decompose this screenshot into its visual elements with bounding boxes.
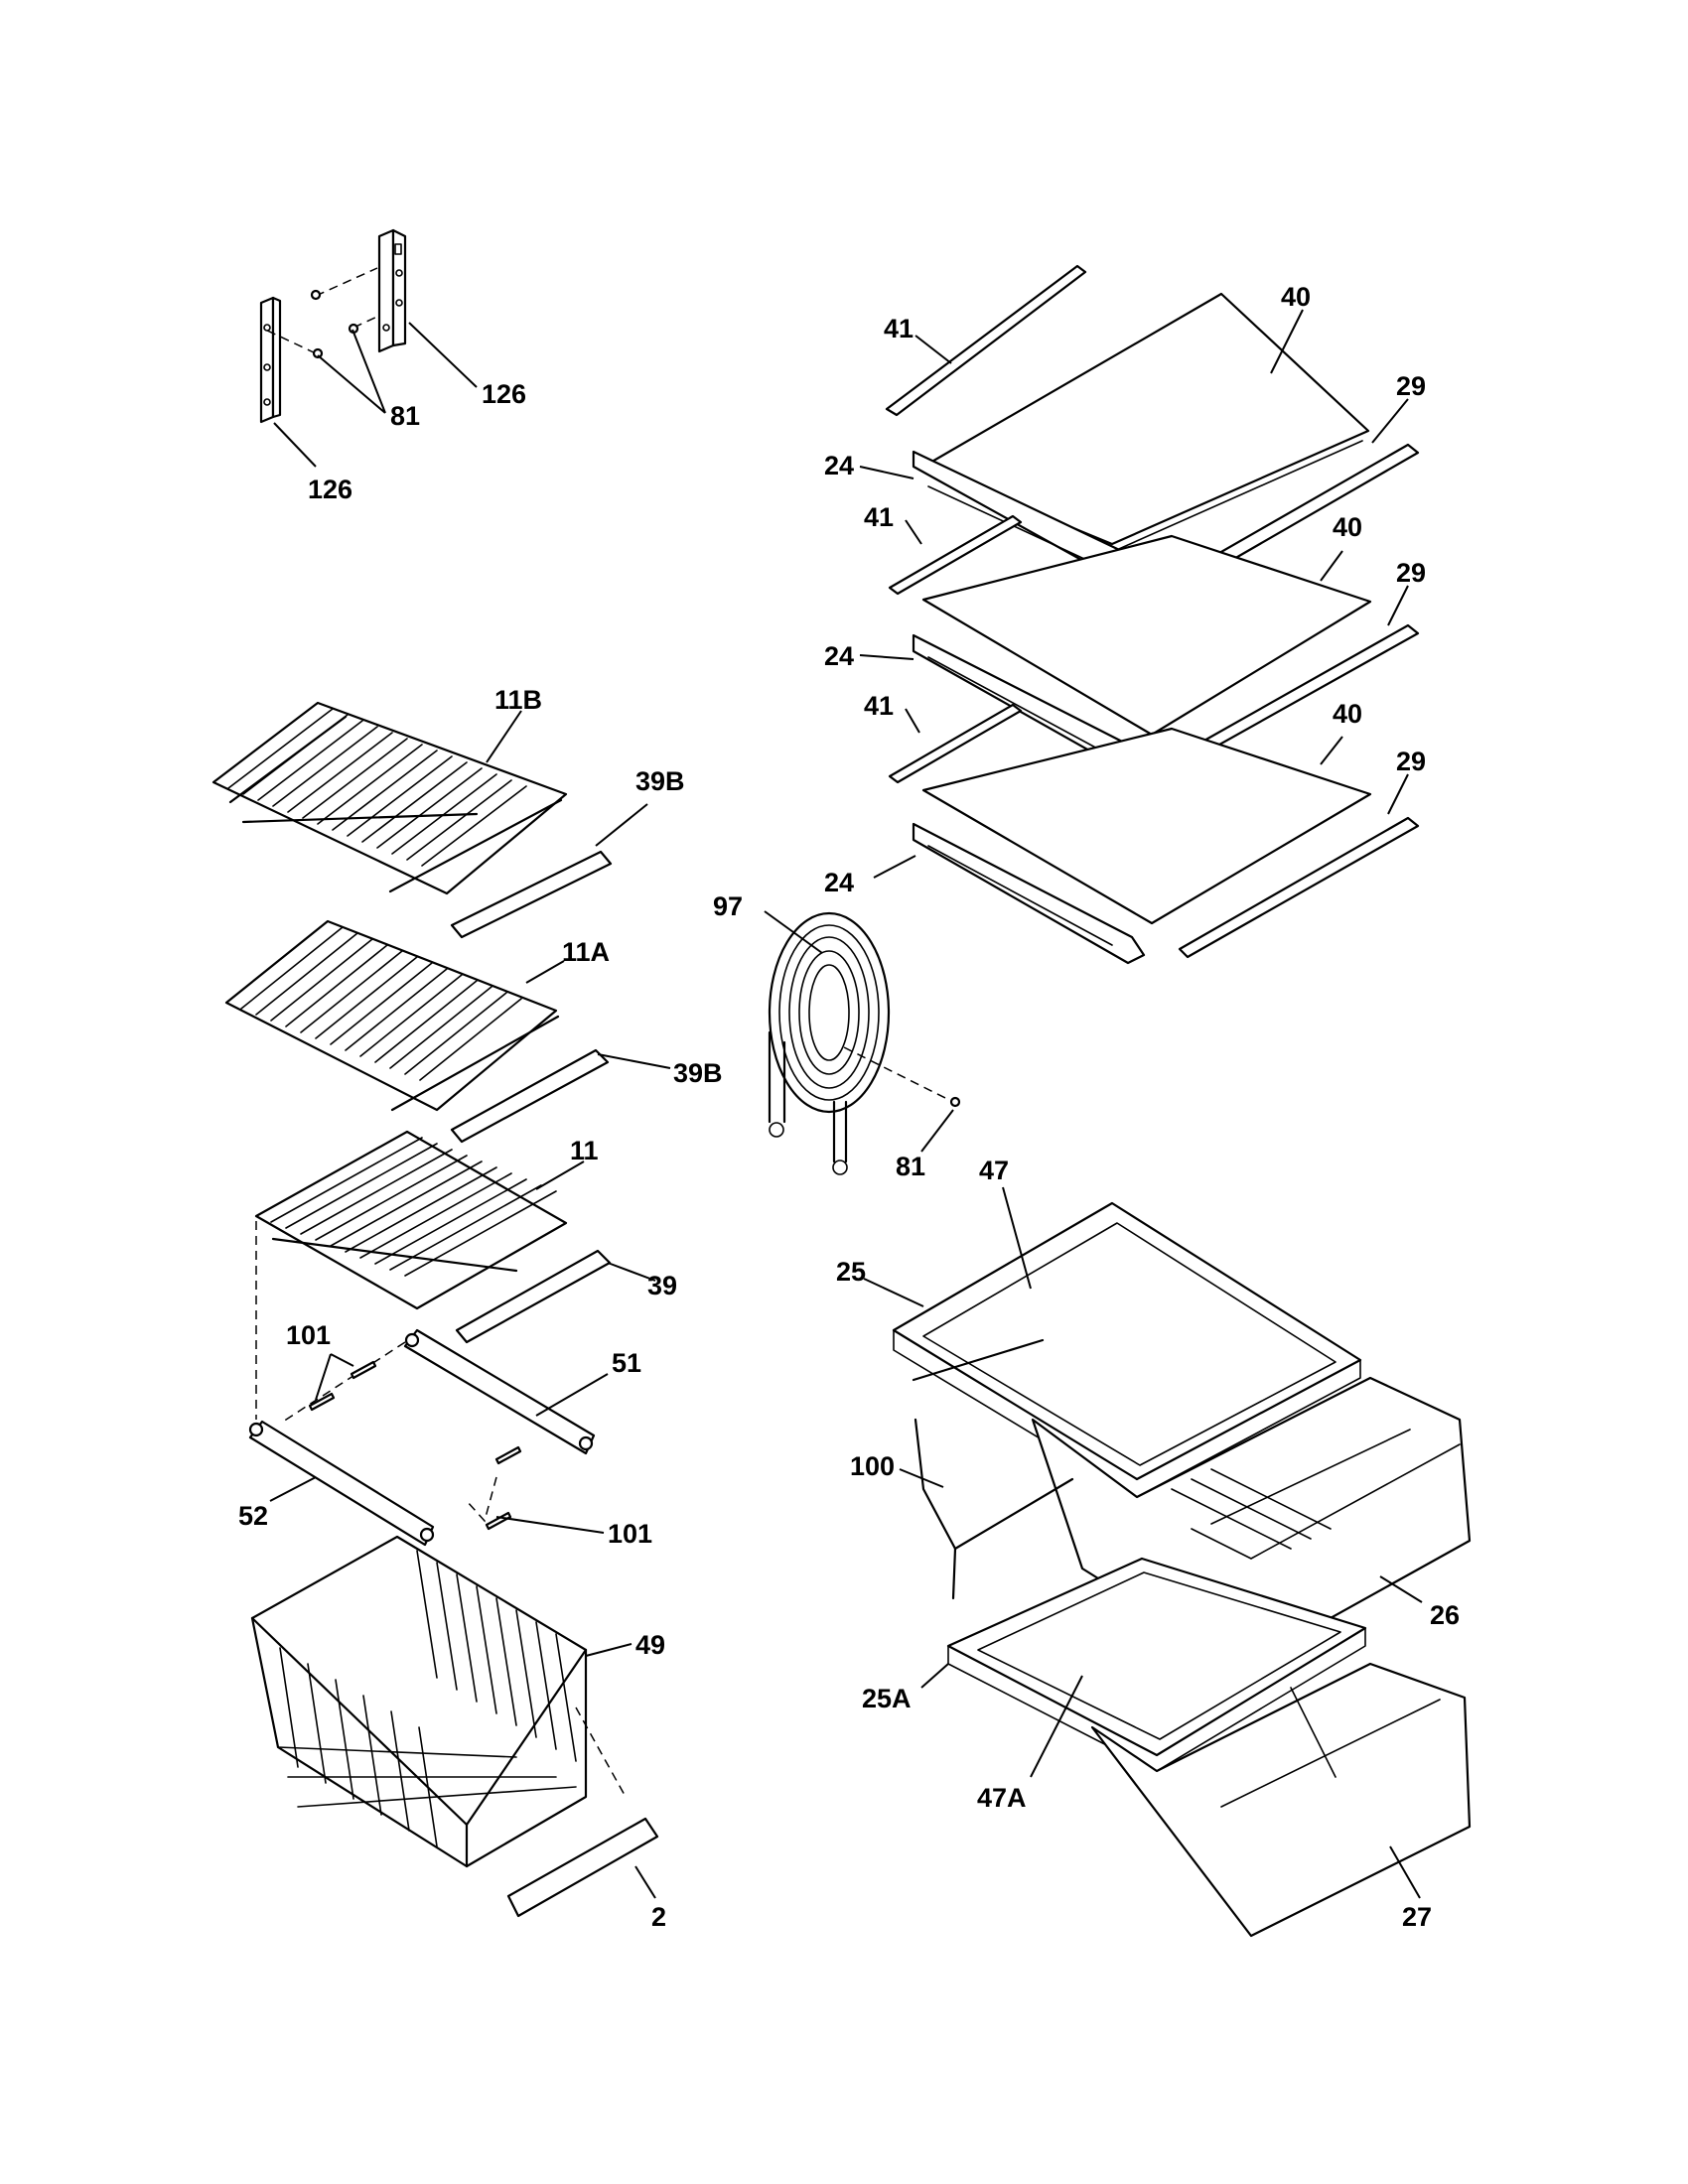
rail-39 xyxy=(455,1249,612,1344)
bracket-126-left xyxy=(259,296,282,424)
label-81: 81 xyxy=(896,1152,925,1181)
label-39B: 39B xyxy=(635,766,685,796)
wire-shelf-11 xyxy=(254,1130,568,1310)
dashed-slide-guides xyxy=(255,1221,497,1523)
leader-lines xyxy=(269,309,1423,1899)
label-126: 126 xyxy=(482,379,526,409)
slide-52 xyxy=(248,1420,435,1547)
label-101: 101 xyxy=(286,1320,331,1350)
label-29: 29 xyxy=(1396,558,1426,588)
label-41: 41 xyxy=(864,502,894,532)
label-47A: 47A xyxy=(977,1783,1027,1813)
label-2: 2 xyxy=(651,1902,666,1932)
label-40: 40 xyxy=(1333,512,1362,542)
screws-81-brackets xyxy=(260,267,380,359)
label-47: 47 xyxy=(979,1156,1009,1185)
label-29: 29 xyxy=(1396,747,1426,776)
label-51: 51 xyxy=(612,1348,641,1378)
label-27: 27 xyxy=(1402,1902,1432,1932)
duct-100 xyxy=(912,1338,1074,1600)
label-39: 39 xyxy=(647,1271,677,1300)
label-97: 97 xyxy=(713,891,743,921)
rail-39B-upper xyxy=(450,850,613,939)
label-24: 24 xyxy=(824,451,854,480)
label-26: 26 xyxy=(1430,1600,1460,1630)
label-24: 24 xyxy=(824,641,854,671)
label-40: 40 xyxy=(1281,282,1311,312)
label-25A: 25A xyxy=(862,1684,912,1713)
label-41: 41 xyxy=(864,691,894,721)
label-24: 24 xyxy=(824,868,854,897)
label-49: 49 xyxy=(635,1630,665,1660)
wire-shelf-11A xyxy=(224,919,560,1112)
label-39B: 39B xyxy=(673,1058,723,1088)
label-11: 11 xyxy=(570,1136,599,1165)
label-41: 41 xyxy=(884,314,914,343)
glass-shelf-bottom xyxy=(888,703,1420,965)
screws-101 xyxy=(308,1360,522,1531)
crisper-cover-25 xyxy=(892,1201,1362,1498)
part-labels: 126 81 126 41 40 29 24 41 40 29 24 41 40… xyxy=(238,282,1460,1932)
screw-81-heater xyxy=(843,1046,961,1108)
label-29: 29 xyxy=(1396,371,1426,401)
label-11B: 11B xyxy=(494,685,542,715)
trim-2 xyxy=(506,1817,659,1918)
label-11A: 11A xyxy=(562,937,610,967)
slide-51 xyxy=(403,1328,596,1455)
label-25: 25 xyxy=(836,1257,866,1287)
label-81: 81 xyxy=(390,401,420,431)
label-52: 52 xyxy=(238,1501,268,1531)
wire-shelf-11B xyxy=(211,701,568,895)
label-126: 126 xyxy=(308,475,352,504)
crisper-drawer-27 xyxy=(1090,1662,1472,1938)
basket-guide-dashes xyxy=(575,1706,627,1798)
heater-97 xyxy=(768,911,891,1175)
rail-39B-lower xyxy=(450,1048,610,1144)
label-40: 40 xyxy=(1333,699,1362,729)
bracket-126-right xyxy=(377,228,407,353)
label-101: 101 xyxy=(608,1519,652,1549)
wire-basket-49 xyxy=(250,1535,588,1868)
label-100: 100 xyxy=(850,1451,895,1481)
